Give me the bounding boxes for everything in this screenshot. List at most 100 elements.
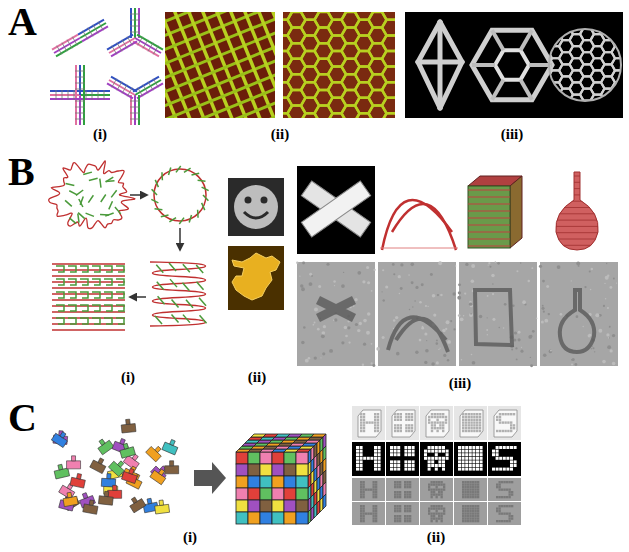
tem-image bbox=[488, 502, 521, 525]
illustration-part bbox=[504, 421, 506, 423]
illustration-part bbox=[556, 213, 598, 214]
illustration-part bbox=[116, 318, 124, 324]
illustration-part bbox=[397, 510, 399, 512]
illustration-part bbox=[441, 484, 443, 486]
illustration-part bbox=[472, 484, 474, 486]
illustration-part bbox=[197, 210, 199, 218]
illustration-part bbox=[477, 508, 479, 510]
illustration-part bbox=[492, 468, 495, 471]
illustration-part bbox=[487, 317, 488, 318]
illustration-part bbox=[284, 512, 296, 524]
illustration-part bbox=[404, 494, 406, 496]
illustration-part bbox=[622, 89, 629, 101]
illustration-part bbox=[612, 22, 626, 34]
illustration-part bbox=[90, 456, 108, 474]
shape-model bbox=[454, 442, 487, 476]
illustration-part bbox=[397, 424, 399, 426]
illustration-part bbox=[360, 468, 363, 471]
illustration-part bbox=[148, 82, 153, 91]
illustration-part bbox=[82, 493, 88, 499]
illustration-part bbox=[472, 491, 474, 493]
illustration-part bbox=[75, 113, 85, 114]
subpanel-label: (i) bbox=[121, 370, 135, 385]
illustration-part bbox=[363, 319, 367, 323]
illustration-part bbox=[472, 513, 474, 515]
illustration-part bbox=[101, 195, 106, 202]
illustration-part bbox=[473, 416, 475, 418]
illustration-part bbox=[130, 20, 140, 21]
illustration-part bbox=[366, 421, 368, 423]
illustration-part bbox=[360, 520, 362, 522]
illustration-part bbox=[424, 450, 427, 453]
illustration-part bbox=[501, 505, 503, 507]
illustration-part bbox=[511, 481, 513, 483]
illustration-part bbox=[476, 453, 479, 456]
illustration-part bbox=[468, 413, 470, 415]
illustration-part bbox=[441, 491, 443, 493]
illustration-part bbox=[367, 312, 371, 316]
illustration-part bbox=[397, 460, 400, 463]
illustration-part bbox=[472, 508, 474, 510]
illustration-part bbox=[165, 52, 275, 118]
illustration-part bbox=[480, 453, 483, 456]
illustration-part bbox=[404, 510, 406, 512]
illustration-part bbox=[421, 327, 424, 330]
illustration-part bbox=[441, 513, 443, 515]
illustration-part bbox=[170, 439, 176, 445]
illustration-part bbox=[622, 16, 629, 28]
illustration-part bbox=[433, 494, 435, 496]
illustration-part bbox=[438, 349, 439, 350]
illustration-part bbox=[151, 199, 158, 203]
illustration-part bbox=[465, 464, 468, 467]
illustration-part bbox=[475, 491, 477, 493]
illustration-part bbox=[458, 314, 461, 317]
illustration-part bbox=[356, 464, 359, 467]
illustration-part bbox=[431, 484, 433, 486]
illustration-part bbox=[165, 40, 275, 118]
illustration-part bbox=[106, 180, 115, 182]
illustration-part bbox=[52, 329, 125, 330]
illustration-part bbox=[260, 500, 272, 512]
illustration-part bbox=[67, 40, 72, 49]
illustration-part bbox=[431, 464, 434, 467]
illustration-part bbox=[202, 203, 205, 210]
illustration-part bbox=[509, 489, 511, 491]
illustration-part bbox=[476, 424, 478, 426]
illustration-part bbox=[475, 505, 477, 507]
illustration-part bbox=[443, 489, 445, 491]
illustration-part bbox=[284, 476, 296, 488]
illustration-part bbox=[440, 62, 462, 108]
illustration-part bbox=[329, 349, 333, 353]
illustration-part bbox=[68, 90, 69, 100]
illustration-part bbox=[296, 476, 308, 488]
illustration-part bbox=[470, 484, 472, 486]
illustration-part bbox=[503, 468, 506, 471]
illustration-part bbox=[372, 364, 375, 367]
illustration-part bbox=[472, 361, 476, 365]
illustration-part bbox=[468, 231, 510, 232]
illustration-part bbox=[476, 427, 478, 429]
illustration-part bbox=[400, 416, 402, 418]
illustration-part bbox=[473, 421, 475, 423]
illustration-part bbox=[172, 299, 179, 307]
illustration-part bbox=[492, 30, 504, 50]
illustration-part bbox=[465, 421, 467, 423]
illustration-part bbox=[439, 348, 440, 349]
illustration-part bbox=[80, 279, 88, 285]
illustration-part bbox=[612, 107, 626, 119]
illustration-part bbox=[365, 513, 367, 515]
illustration-part bbox=[472, 520, 474, 522]
illustration-part bbox=[363, 343, 366, 346]
illustration-part bbox=[399, 494, 401, 496]
illustration-part bbox=[470, 510, 472, 512]
illustration-part bbox=[404, 464, 407, 467]
tem-image bbox=[376, 261, 456, 366]
illustration-part bbox=[154, 169, 206, 221]
illustration-part bbox=[412, 460, 415, 463]
illustration-part bbox=[356, 468, 359, 471]
illustration-part bbox=[433, 515, 435, 517]
illustration-part bbox=[386, 478, 419, 501]
panel-letter: A bbox=[8, 2, 37, 42]
illustration-part bbox=[438, 518, 440, 520]
